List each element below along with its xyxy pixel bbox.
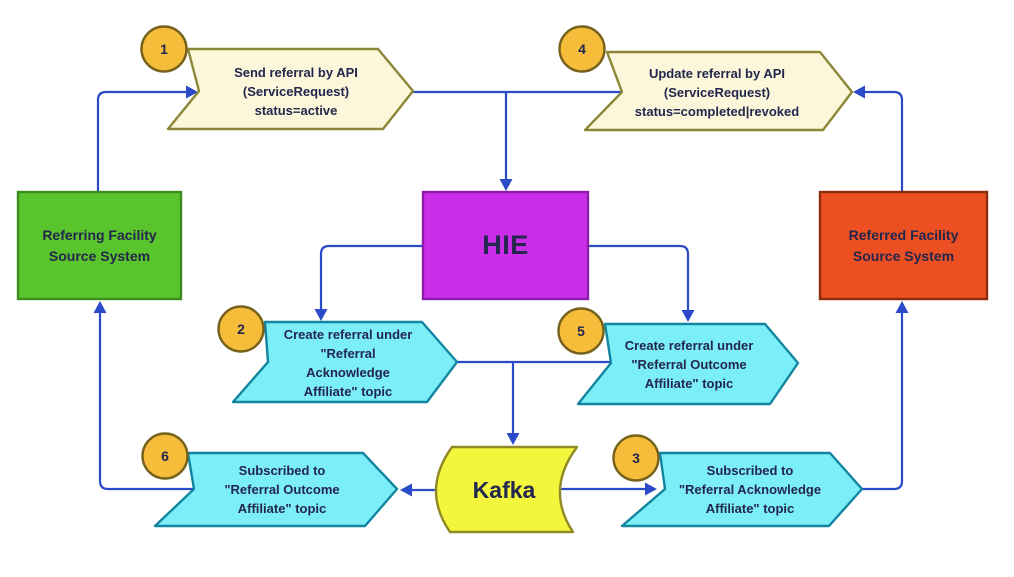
step1-banner-shape [166, 47, 415, 131]
step3-banner-shape [620, 451, 864, 528]
referring-facility-node [16, 190, 183, 301]
step1-banner-label: Send referral by API (ServiceRequest) st… [196, 53, 396, 129]
step6-line-2: "Referral Outcome [224, 481, 340, 497]
step3-banner-label: Subscribed to "Referral Acknowledge Affi… [652, 454, 848, 524]
step2-line-4: Affiliate" topic [303, 384, 393, 399]
step5-badge-circle [557, 307, 605, 355]
cyan-banners [153, 320, 864, 528]
hie-title: HIE [482, 230, 529, 260]
step5-line-2: "Referral Outcome [631, 356, 747, 372]
arrowhead-into-referring [93, 301, 107, 313]
step4-line-2: (ServiceRequest) [663, 84, 771, 100]
step3-line-1: Subscribed to [706, 462, 794, 478]
step2-line-3: Acknowledge [306, 365, 390, 380]
step4-banner-label: Update referral by API (ServiceRequest) … [597, 56, 837, 128]
step4-line-3: status=completed|revoked [634, 103, 800, 119]
connector-lines [96, 90, 904, 492]
step3-badge-number: 3 [632, 450, 640, 466]
step4-badge-number: 4 [578, 41, 586, 57]
arrowhead-into-hie [499, 179, 513, 191]
step5-line-3: Affiliate" topic [644, 375, 734, 391]
step2-line-1: Create referral under [283, 327, 413, 342]
kafka-title: Kafka [472, 476, 536, 503]
connector-step6-to-referring [98, 311, 196, 491]
step5-banner-label: Create referral under "Referral Outcome … [594, 326, 784, 402]
step5-banner-shape [576, 322, 800, 406]
referred-facility-label: Referred Facility Source System [822, 194, 985, 297]
referring-facility-line-2: Source System [48, 247, 151, 264]
step4-badge-circle [558, 25, 606, 73]
connector-referred-to-step4 [863, 90, 904, 194]
referred-facility-line-1: Referred Facility [848, 226, 959, 243]
arrowhead-into-step3 [645, 482, 657, 496]
step1-line-2: (ServiceRequest) [242, 83, 350, 99]
kafka-shape [434, 445, 579, 534]
arrowhead-into-step2 [314, 309, 328, 321]
step3-line-2: "Referral Acknowledge [678, 481, 822, 497]
referring-facility-line-1: Referring Facility [42, 226, 157, 243]
step3-badge-circle [612, 434, 660, 482]
step4-banner-shape [583, 50, 854, 132]
step6-line-3: Affiliate" topic [237, 500, 327, 516]
connector-hie-to-step2 [319, 244, 425, 311]
referred-facility-box [818, 190, 989, 301]
referred-facility-node [818, 190, 989, 301]
arrowhead-into-kafka [506, 433, 520, 445]
kafka-node [434, 445, 579, 534]
step6-banner-label: Subscribed to "Referral Outcome Affiliat… [184, 454, 380, 524]
referring-facility-label: Referring Facility Source System [20, 194, 179, 297]
step3-line-3: Affiliate" topic [705, 500, 795, 516]
step6-line-1: Subscribed to [238, 462, 326, 478]
referring-facility-box [16, 190, 183, 301]
step6-badge-circle [141, 432, 189, 480]
arrowhead-into-step6 [400, 483, 412, 497]
arrowhead-into-referred [895, 301, 909, 313]
step-badges [140, 25, 660, 482]
hie-node [421, 190, 590, 301]
step2-banner-shape [231, 320, 459, 404]
connector-hie-to-step5 [586, 244, 690, 312]
arrowhead-into-step4 [853, 85, 865, 99]
step2-badge-circle [217, 305, 265, 353]
cream-banners [166, 47, 854, 132]
step2-banner-label: Create referral under "Referral Acknowle… [255, 324, 441, 402]
step1-badge-number: 1 [160, 41, 168, 57]
connector-referring-to-step1 [96, 90, 188, 194]
step6-banner-shape [153, 451, 399, 528]
hie-box [421, 190, 590, 301]
step5-badge-number: 5 [577, 323, 585, 339]
step5-line-1: Create referral under [624, 337, 754, 353]
step2-line-2: "Referral [320, 346, 376, 361]
step1-line-1: Send referral by API [234, 64, 358, 80]
hie-label: HIE [423, 192, 588, 299]
step2-badge-number: 2 [237, 321, 245, 337]
step1-badge-circle [140, 25, 188, 73]
kafka-label: Kafka [440, 448, 568, 532]
connector-arrowheads [93, 85, 909, 497]
arrowhead-into-step1 [186, 85, 198, 99]
step6-badge-number: 6 [161, 448, 169, 464]
referred-facility-line-2: Source System [852, 247, 955, 264]
arrowhead-into-step5 [681, 310, 695, 322]
connector-step3-to-referred [860, 311, 904, 491]
step4-line-1: Update referral by API [648, 65, 786, 81]
step1-line-3: status=active [254, 102, 338, 118]
